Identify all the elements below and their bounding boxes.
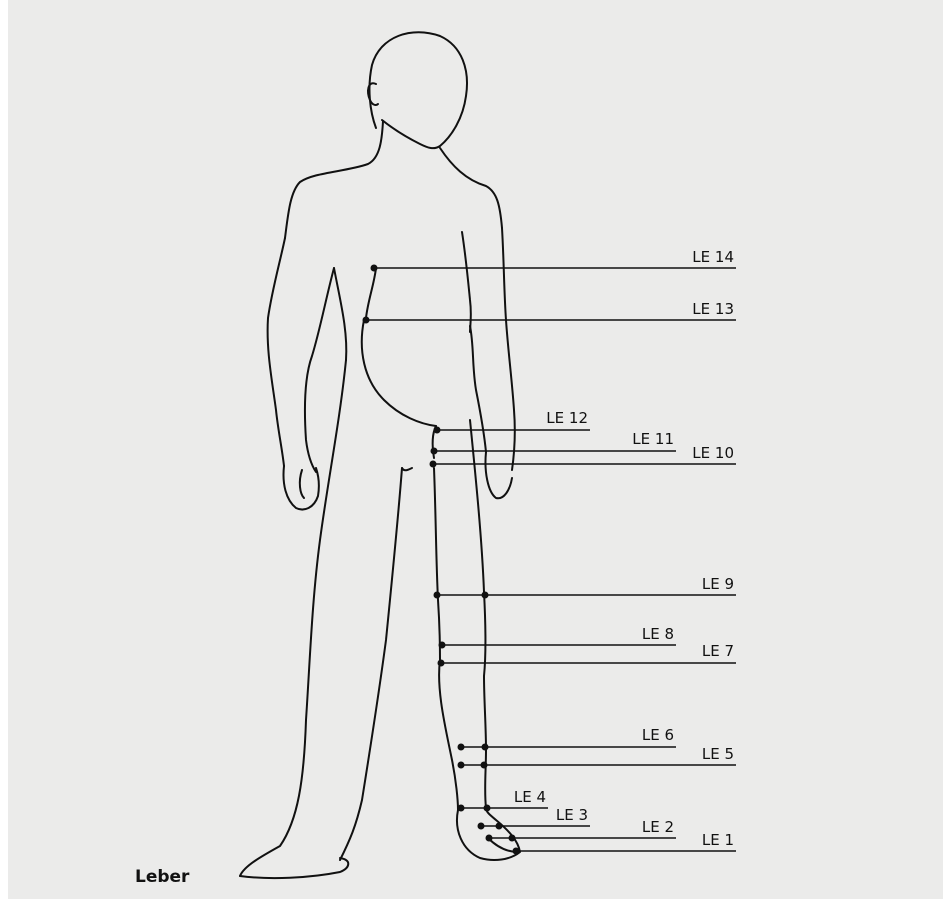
point-label: LE 3 <box>556 806 588 824</box>
point-dot-secondary <box>484 805 491 812</box>
crotch <box>402 468 412 470</box>
abdomen-curve <box>362 320 436 426</box>
point-label: LE 1 <box>702 831 734 849</box>
point-le4: LE 4 <box>458 788 549 812</box>
point-dot <box>430 461 437 468</box>
left-thumb <box>300 470 304 498</box>
figure-panel: LE 14 LE 13 LE 12 LE 11 LE 10 <box>8 0 943 899</box>
point-dot <box>363 317 370 324</box>
point-label: LE 5 <box>702 745 734 763</box>
point-dot-secondary <box>509 835 516 842</box>
point-label: LE 4 <box>514 788 546 806</box>
right-hand <box>485 452 512 498</box>
point-label: LE 8 <box>642 625 674 643</box>
point-le10: LE 10 <box>430 444 737 468</box>
point-dot <box>438 660 445 667</box>
right-neck-shoulder <box>440 148 502 228</box>
point-le6: LE 6 <box>458 726 677 751</box>
point-le8: LE 8 <box>439 625 677 649</box>
left-leg-inner <box>340 468 402 860</box>
point-dot-secondary <box>481 762 488 769</box>
head-outline <box>369 32 467 148</box>
point-label: LE 13 <box>692 300 734 318</box>
point-dot <box>434 592 441 599</box>
point-dot-secondary <box>482 744 489 751</box>
point-label: LE 2 <box>642 818 674 836</box>
point-le5: LE 5 <box>458 745 737 769</box>
body-figure: LE 14 LE 13 LE 12 LE 11 LE 10 <box>8 0 943 899</box>
right-arm-outer <box>502 228 515 470</box>
point-dot <box>371 265 378 272</box>
right-leg-inner <box>434 468 458 810</box>
point-dot <box>486 835 493 842</box>
left-arm-inner <box>305 268 334 472</box>
point-dot-secondary <box>482 592 489 599</box>
point-dot <box>434 427 441 434</box>
point-label: LE 7 <box>702 642 734 660</box>
point-dot <box>513 848 520 855</box>
point-label: LE 12 <box>546 409 588 427</box>
left-torso-side <box>334 268 346 360</box>
point-le14: LE 14 <box>371 248 737 272</box>
point-dot <box>478 823 485 830</box>
right-arm-inner <box>470 326 486 452</box>
point-markers: LE 14 LE 13 LE 12 LE 11 LE 10 <box>363 248 737 855</box>
body-outline <box>240 32 520 878</box>
point-label: LE 9 <box>702 575 734 593</box>
point-dot <box>458 805 465 812</box>
point-le1: LE 1 <box>513 831 737 855</box>
point-dot <box>431 448 438 455</box>
point-label: LE 14 <box>692 248 734 266</box>
point-le12: LE 12 <box>434 409 591 434</box>
point-le11: LE 11 <box>431 430 677 455</box>
right-torso-side <box>462 232 471 332</box>
point-dot <box>458 744 465 751</box>
point-dot <box>458 762 465 769</box>
left-leg-outer <box>240 360 346 876</box>
point-le13: LE 13 <box>363 300 737 324</box>
rib-line <box>366 268 376 318</box>
point-dot <box>439 642 446 649</box>
point-le9: LE 9 <box>434 575 737 599</box>
left-neck-shoulder <box>285 121 383 238</box>
left-arm-outer <box>268 238 285 466</box>
point-label: LE 10 <box>692 444 734 462</box>
point-label: LE 6 <box>642 726 674 744</box>
point-label: LE 11 <box>632 430 674 448</box>
caption: Leber <box>135 867 189 887</box>
point-dot-secondary <box>496 823 503 830</box>
